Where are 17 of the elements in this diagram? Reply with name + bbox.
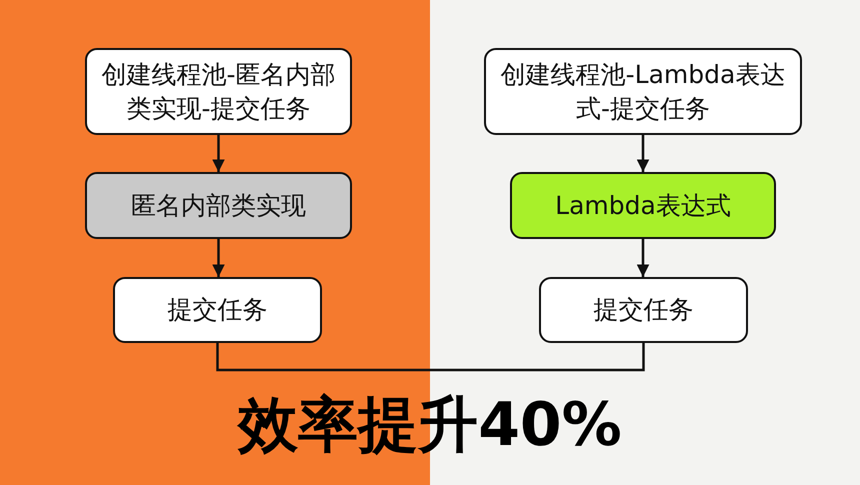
arrow xyxy=(636,239,650,277)
arrow xyxy=(212,239,225,277)
box-label: 提交任务 xyxy=(168,294,268,326)
connector-line xyxy=(216,343,645,372)
box-label: 匿名内部类实现 xyxy=(131,190,306,222)
process-box xyxy=(85,172,352,239)
process-box xyxy=(85,48,352,135)
process-box xyxy=(539,277,748,343)
process-box xyxy=(510,172,776,239)
box-label: 提交任务 xyxy=(594,294,694,326)
process-box xyxy=(113,277,322,343)
box-label: Lambda表达式 xyxy=(555,190,731,222)
arrow xyxy=(636,135,650,172)
process-box xyxy=(484,48,802,135)
arrow xyxy=(212,135,225,172)
box-label: 创建线程池-匿名内部类实现-提交任务 xyxy=(100,58,337,124)
box-label: 创建线程池-Lambda表达式-提交任务 xyxy=(500,58,786,124)
